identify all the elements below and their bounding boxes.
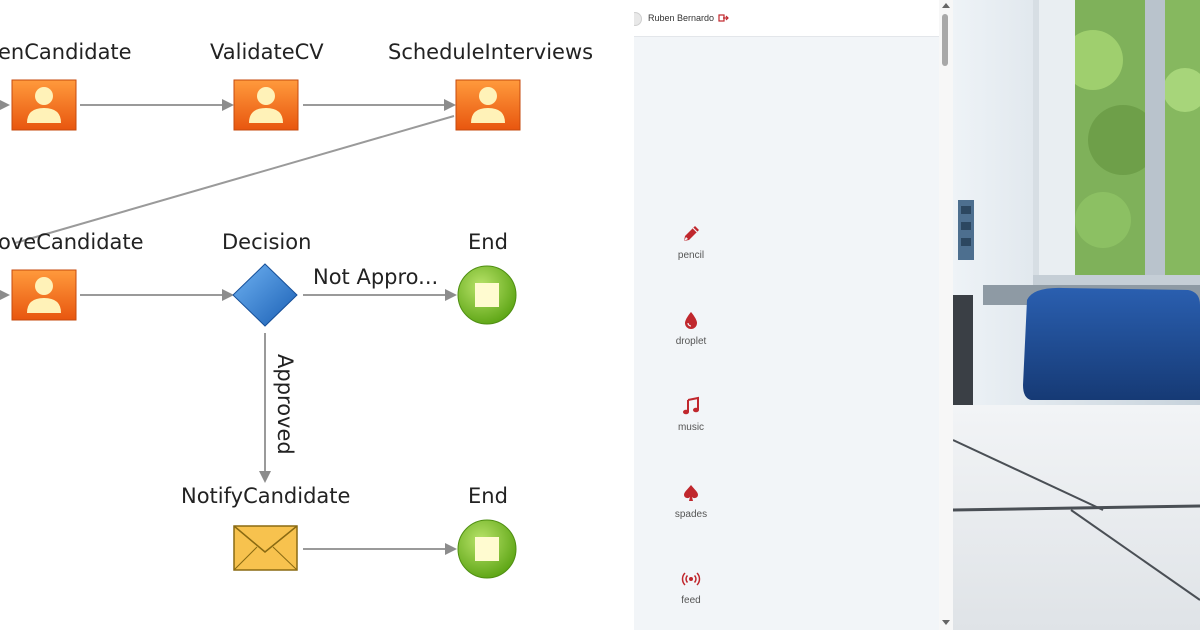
envelope-icon[interactable]	[233, 525, 298, 571]
node-label-validate-cv: ValidateCV	[210, 40, 324, 64]
spades-icon	[684, 485, 698, 501]
node-label-decision: Decision	[222, 230, 312, 254]
node-label-notify-candidate: NotifyCandidate	[181, 484, 351, 508]
human-task-icon[interactable]	[11, 269, 77, 321]
feed-icon	[681, 572, 701, 586]
node-label-end-bottom: End	[468, 484, 508, 508]
icon-item-pencil[interactable]: pencil	[661, 224, 721, 261]
music-icon	[683, 396, 699, 415]
human-task-icon[interactable]	[455, 79, 521, 131]
scroll-up-arrow-icon[interactable]	[942, 3, 950, 8]
edge-label-approved: Approved	[273, 354, 297, 455]
user-name[interactable]: Ruben Bernardo	[648, 13, 715, 23]
scrollbar[interactable]	[939, 0, 953, 630]
scroll-down-arrow-icon[interactable]	[942, 620, 950, 625]
icon-item-music[interactable]: music	[661, 396, 721, 433]
icon-label: feed	[681, 595, 701, 606]
node-label-approve-candidate: oveCandidate	[0, 230, 144, 254]
node-label-schedule-interviews: ScheduleInterviews	[388, 40, 594, 64]
human-task-icon[interactable]	[233, 79, 299, 131]
logout-icon[interactable]	[718, 12, 730, 24]
pencil-icon	[684, 226, 699, 241]
office-photo	[953, 0, 1200, 630]
workflow-canvas	[0, 79, 521, 579]
workflow-diagram: enCandidate ValidateCV ScheduleInterview…	[0, 40, 594, 579]
node-label-screen-candidate: enCandidate	[0, 40, 132, 64]
office-photo-image	[953, 0, 1200, 630]
human-task-icon[interactable]	[11, 79, 77, 131]
icon-item-feed[interactable]: feed	[661, 569, 721, 606]
icon-label: droplet	[675, 336, 707, 347]
icon-label: spades	[674, 509, 708, 520]
icon-label: pencil	[677, 250, 705, 261]
droplet-icon	[685, 312, 697, 329]
top-bar: Ruben Bernardo	[634, 0, 939, 37]
decision-diamond-icon[interactable]	[232, 263, 298, 327]
icon-label: music	[677, 422, 705, 433]
edge-schedule-to-approve	[14, 115, 455, 244]
icon-item-droplet[interactable]: droplet	[661, 310, 721, 347]
icon-panel: Ruben Bernardo pencil droplet music	[634, 0, 953, 630]
end-node-icon[interactable]	[457, 265, 517, 325]
scrollbar-thumb[interactable]	[942, 14, 948, 66]
icon-item-spades[interactable]: spades	[661, 483, 721, 520]
end-node-icon[interactable]	[457, 519, 517, 579]
avatar[interactable]	[634, 12, 642, 26]
node-label-end-top: End	[468, 230, 508, 254]
edge-label-not-approved: Not Appro...	[313, 265, 439, 289]
